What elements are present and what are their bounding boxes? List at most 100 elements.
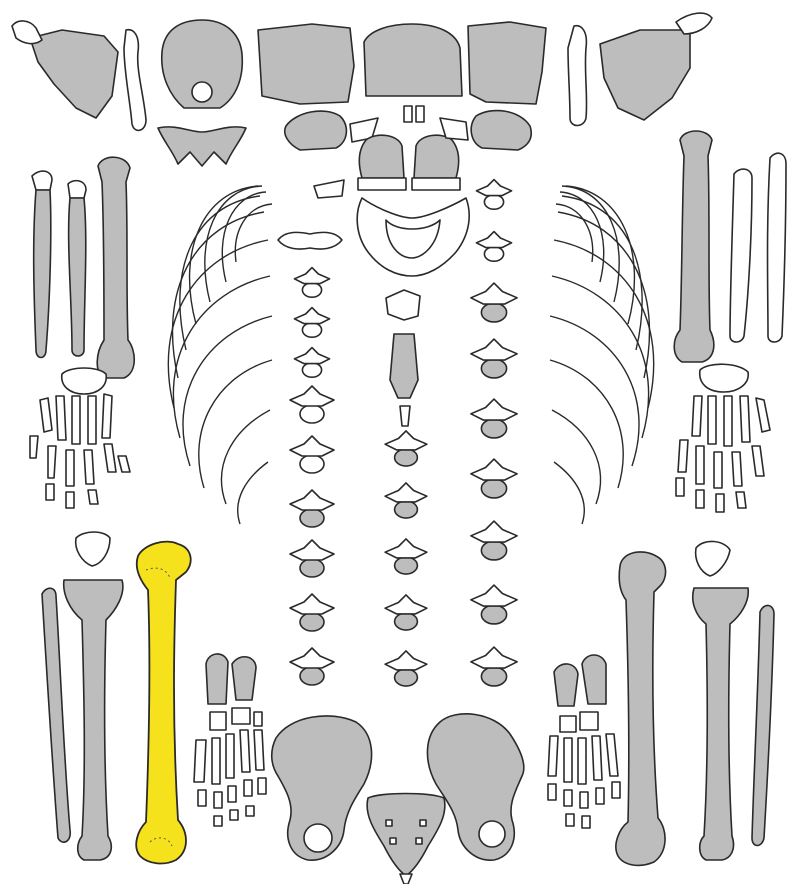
foramen-magnum bbox=[192, 82, 212, 102]
vertebra-c-6 bbox=[290, 490, 334, 527]
talus-left bbox=[554, 664, 578, 706]
vertebra-l-6 bbox=[471, 459, 517, 498]
vertebral-column-thoracic bbox=[385, 431, 427, 686]
vertebral-column-thoracic-lumbar bbox=[471, 180, 517, 686]
rib-l-10 bbox=[550, 360, 623, 488]
vertebra-l-4 bbox=[471, 339, 517, 378]
rib-r-12 bbox=[238, 462, 268, 524]
humerus-right bbox=[97, 157, 134, 378]
coccyx bbox=[400, 874, 412, 884]
rib-r-5 bbox=[180, 196, 260, 350]
rib-r-11 bbox=[222, 410, 270, 504]
occipital-group bbox=[158, 20, 246, 166]
ribs-right bbox=[168, 186, 272, 524]
mandible bbox=[357, 198, 469, 276]
ribs-left bbox=[550, 186, 654, 524]
vertebra-c-7 bbox=[290, 540, 334, 577]
vertebra-l-9 bbox=[471, 647, 517, 686]
radius-left bbox=[768, 153, 787, 342]
shoulder-left bbox=[12, 21, 146, 130]
clavicle-left bbox=[568, 26, 587, 126]
ulna-right-head bbox=[68, 181, 86, 198]
metacarpals-left bbox=[692, 396, 770, 446]
vertebra-t-4 bbox=[385, 595, 427, 630]
sphenoid-bone bbox=[158, 127, 246, 166]
vertebra-l-2 bbox=[476, 232, 511, 262]
talus-right bbox=[232, 657, 256, 700]
vertebra-l-7 bbox=[471, 521, 517, 560]
nasal-bones bbox=[404, 106, 424, 122]
metatarsals-right bbox=[194, 730, 264, 784]
vertebra-c-1 bbox=[294, 268, 329, 298]
vertebra-t-5 bbox=[385, 651, 427, 686]
scapula-right bbox=[30, 30, 118, 118]
rib-l-9 bbox=[550, 316, 639, 466]
metacarpals-right bbox=[40, 394, 112, 444]
rib-l-8 bbox=[552, 276, 649, 438]
fibula-left bbox=[752, 605, 774, 845]
calcaneus-right bbox=[206, 654, 228, 704]
carpals-left bbox=[700, 364, 748, 392]
phalanges-left bbox=[676, 440, 764, 512]
shoulder-right bbox=[568, 13, 712, 125]
vertebra-c-9 bbox=[290, 648, 334, 685]
patella-right bbox=[76, 532, 110, 566]
foot-right bbox=[194, 654, 266, 826]
obturator-foramen-left bbox=[479, 821, 505, 847]
calcaneus-left bbox=[582, 655, 606, 704]
rib-r-1 bbox=[235, 204, 272, 262]
frontal-bone bbox=[364, 24, 462, 96]
rib-l-12 bbox=[554, 462, 584, 524]
hand-right bbox=[30, 368, 130, 508]
vertebral-column-cervical-thoracic bbox=[278, 232, 342, 685]
tibia-right bbox=[64, 580, 123, 860]
vertebra-l-3 bbox=[471, 283, 517, 322]
os-coxae-left bbox=[427, 714, 523, 860]
maxillary-teeth bbox=[358, 178, 460, 190]
radius-right bbox=[34, 190, 51, 358]
toe-phalanges-right bbox=[198, 778, 266, 826]
vertebra-c-8 bbox=[290, 594, 334, 631]
xiphoid-process bbox=[400, 406, 410, 426]
sternal-body bbox=[390, 334, 418, 398]
parietal-left bbox=[468, 22, 546, 104]
femur-left bbox=[616, 552, 666, 865]
ulna-left bbox=[730, 169, 752, 342]
vertebra-t-1 bbox=[385, 431, 427, 466]
fibula-right bbox=[42, 588, 70, 842]
toe-phalanges-left bbox=[548, 782, 620, 828]
obturator-foramen-right bbox=[304, 824, 332, 852]
rib-l-11 bbox=[552, 410, 600, 504]
atlas-vertebra bbox=[278, 232, 342, 249]
tarsals-right bbox=[210, 708, 262, 730]
sacrum bbox=[367, 794, 445, 877]
pelvis bbox=[272, 714, 524, 884]
acromion-right bbox=[12, 21, 42, 44]
vertebra-t-2 bbox=[385, 483, 427, 518]
tarsals-left bbox=[560, 712, 598, 732]
radius-right-proximal bbox=[32, 171, 52, 190]
rib-l-4 bbox=[566, 186, 634, 324]
vertebra-t-3 bbox=[385, 539, 427, 574]
temporal-right bbox=[285, 111, 347, 150]
sternum bbox=[386, 290, 420, 426]
acromion-left bbox=[676, 13, 712, 34]
temporal-left bbox=[471, 111, 531, 150]
ulna-right bbox=[69, 198, 86, 356]
scapula-left bbox=[600, 30, 690, 120]
rib-r-10 bbox=[199, 360, 272, 488]
rib-r-8 bbox=[173, 276, 270, 438]
phalanges-right bbox=[30, 436, 130, 508]
hand-left bbox=[676, 364, 770, 512]
tibia-left bbox=[693, 588, 749, 860]
foot-left bbox=[548, 655, 620, 828]
rib-r-9 bbox=[183, 316, 272, 466]
vertebra-c-3 bbox=[294, 348, 329, 378]
parietal-right bbox=[258, 24, 354, 104]
clavicle-right bbox=[124, 30, 146, 131]
skull-vault bbox=[258, 22, 546, 122]
femur-right bbox=[136, 542, 190, 864]
manubrium bbox=[386, 290, 420, 320]
